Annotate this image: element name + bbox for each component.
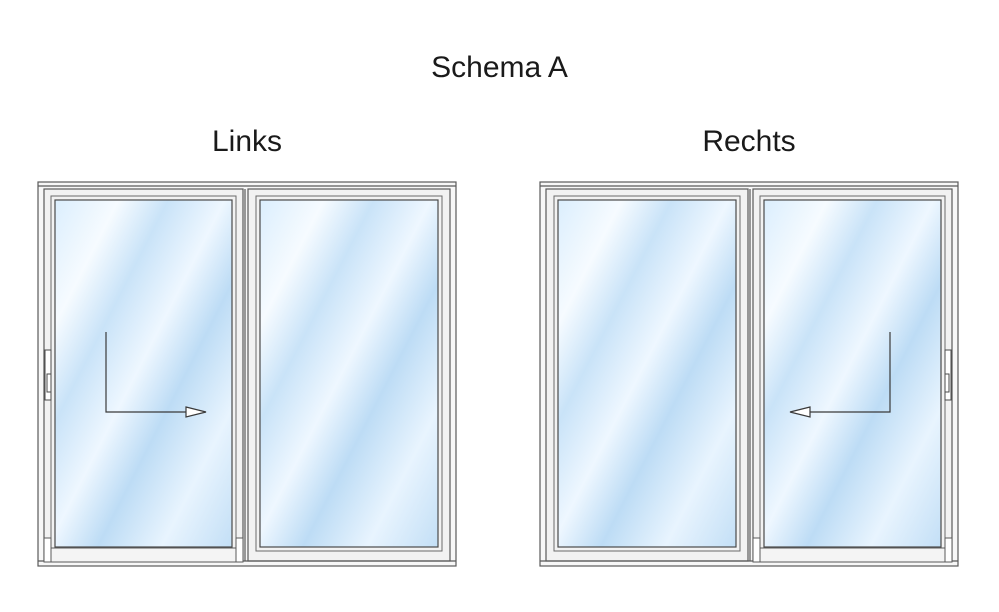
diagram-title: Schema A bbox=[431, 51, 568, 84]
sliding-door-right-diagram bbox=[539, 181, 959, 567]
opening-arrow-left bbox=[789, 332, 891, 418]
glass-pane-left bbox=[557, 199, 737, 548]
label-rechts: Rechts bbox=[702, 125, 796, 158]
door-handle bbox=[944, 349, 952, 401]
door-handle bbox=[44, 349, 52, 401]
opening-arrow-right bbox=[105, 332, 207, 418]
glass-pane-right bbox=[763, 199, 942, 548]
label-links: Links bbox=[211, 125, 283, 158]
glass-pane-left bbox=[54, 199, 233, 548]
sliding-door-left-diagram bbox=[37, 181, 457, 567]
glass-pane-right bbox=[259, 199, 439, 548]
